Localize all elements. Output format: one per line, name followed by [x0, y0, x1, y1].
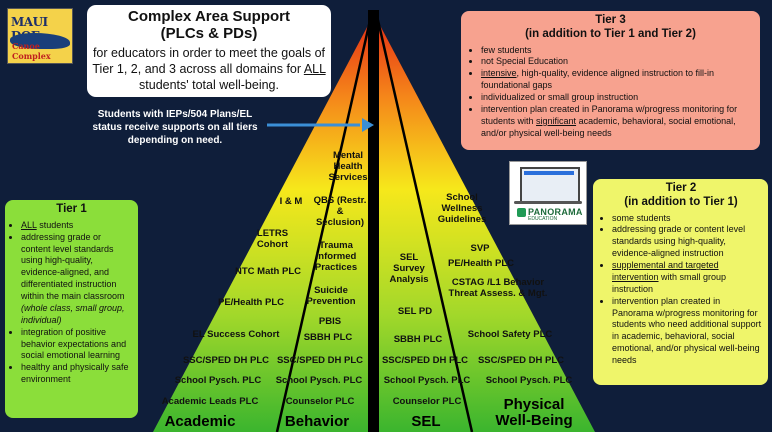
sel-item: SEL PD — [397, 306, 433, 317]
arrow-head-icon — [362, 118, 374, 132]
laptop-base-icon — [514, 201, 582, 204]
tier2-item3-rest: with small group instruction — [612, 271, 727, 294]
column-behavior: Behavior — [284, 413, 350, 430]
tier2-list: some students addressing grade or conten… — [600, 213, 762, 367]
tier1-box: Tier 1 ALL students addressing grade or … — [5, 200, 138, 418]
laptop-screen-icon — [520, 167, 580, 203]
tier2-title-line1: Tier 2 — [665, 182, 697, 194]
tier3-title-line1: Tier 3 — [595, 14, 626, 26]
tier1-item1-underlined: ALL — [21, 219, 37, 230]
complex-area-support-box: Complex Area Support (PLCs & PDs) for ed… — [87, 5, 331, 97]
panorama-sub: EDUCATION — [528, 216, 558, 222]
sel-item: SBBH PLC — [393, 334, 443, 345]
tier2-item: supplemental and targeted intervention w… — [612, 260, 762, 296]
behavior-item: Trauma Informed Practices — [314, 240, 358, 273]
physical-item: SVP — [470, 243, 490, 254]
header-title: Complex Area Support (PLCs & PDs) — [87, 8, 331, 43]
tier3-item: individualized or small group instructio… — [481, 92, 752, 104]
logo-subtitle: Canoe Complex — [12, 41, 51, 61]
panorama-logo: PANORAMA EDUCATION — [509, 161, 587, 225]
header-desc-all: ALL — [303, 61, 326, 76]
tier3-title: Tier 3(in addition to Tier 1 and Tier 2) — [469, 14, 752, 42]
tier3-item3-underlined: intensive — [481, 68, 517, 79]
header-desc-pre: for educators in order to meet the goals… — [92, 45, 326, 76]
tier2-item: addressing grade or content level standa… — [612, 224, 762, 260]
column-physical-line1: Physical — [503, 396, 565, 413]
panorama-name: PANORAMA — [528, 207, 583, 217]
physical-item: School Pysch. PLC — [485, 375, 573, 386]
divider-sel-physical — [375, 15, 474, 432]
tier3-item5-post: academic, behavioral, social emotional, … — [481, 115, 736, 138]
header-desc-post: students' total well-being. — [139, 78, 279, 92]
tier2-item: some students — [612, 213, 762, 225]
physical-item: SSC/SPED DH PLC — [477, 355, 565, 366]
tier1-list: ALL students addressing grade or content… — [10, 220, 133, 386]
academic-item: PE/Health PLC — [218, 297, 284, 308]
iep-note: Students with IEPs/504 Plans/EL status r… — [92, 109, 258, 146]
tier3-item: intervention plan created in Panorama w/… — [481, 104, 752, 140]
sel-item: Counselor PLC — [392, 396, 462, 407]
maui-doe-logo: MAUI DOE Canoe Complex — [7, 8, 73, 64]
logo-wave-icon — [10, 33, 70, 49]
column-physical-line2: Well-Being — [495, 411, 573, 429]
academic-item: NTC Math PLC — [235, 266, 301, 277]
behavior-item: Counselor PLC — [285, 396, 355, 407]
physical-item: School Safety PLC — [467, 329, 553, 340]
tier1-item2-pre: addressing grade or content level standa… — [21, 231, 125, 302]
tier3-item3-rest: , high-quality, evidence aligned instruc… — [481, 68, 714, 91]
behavior-item: Suicide Prevention — [306, 285, 356, 307]
column-academic: Academic — [164, 413, 236, 430]
behavior-item: SSC/SPED DH PLC — [276, 355, 364, 366]
academic-item: School Pysch. PLC — [174, 375, 262, 386]
sel-item: School Pysch. PLC — [383, 375, 471, 386]
tier2-item: intervention plan created in Panorama w/… — [612, 296, 762, 367]
tier3-item: few students — [481, 45, 752, 57]
tier3-item: intensive, high-quality, evidence aligne… — [481, 68, 752, 92]
header-description: for educators in order to meet the goals… — [87, 45, 331, 94]
tier1-item: addressing grade or content level standa… — [21, 232, 133, 327]
tier3-box: Tier 3(in addition to Tier 1 and Tier 2)… — [461, 11, 760, 150]
tier3-list: few students not Special Education inten… — [469, 45, 752, 140]
tier3-item5-underlined: significant — [536, 115, 577, 126]
panorama-icon — [517, 208, 526, 217]
tier1-item: integration of positive behavior expecta… — [21, 327, 133, 363]
tier1-item: healthy and physically safe environment — [21, 362, 133, 386]
tier3-title-line2: (in addition to Tier 1 and Tier 2) — [525, 27, 696, 40]
tier3-item5-pre: intervention plan created in Panorama w/… — [481, 103, 738, 126]
behavior-item: QBS (Restr. & Seclusion) — [313, 195, 367, 228]
behavior-item: PBIS — [318, 316, 342, 327]
behavior-item: Mental Health Services — [328, 150, 368, 183]
academic-item: Academic Leads PLC — [161, 396, 259, 407]
tier2-item3-underlined: supplemental and targeted intervention — [612, 260, 719, 282]
behavior-item: School Pysch. PLC — [275, 375, 363, 386]
academic-item: SSC/SPED DH PLC — [182, 355, 270, 366]
tier1-item: ALL students — [21, 220, 133, 232]
tier2-box: Tier 2(in addition to Tier 1) some stude… — [593, 179, 768, 385]
header-title-line1: Complex Area Support — [128, 8, 290, 25]
center-pole — [368, 10, 379, 432]
tier3-item: not Special Education — [481, 56, 752, 68]
academic-item: LETRS Cohort — [256, 228, 289, 250]
column-sel: SEL — [411, 413, 441, 430]
academic-item: EL Success Cohort — [192, 329, 280, 340]
header-title-line2: (PLCs & PDs) — [160, 25, 258, 43]
behavior-item: SBBH PLC — [303, 332, 353, 343]
physical-item: PE/Health PLC — [448, 258, 514, 269]
divider-academic-behavior — [275, 15, 373, 432]
tier1-item1-rest: students — [36, 219, 74, 230]
tier2-title: Tier 2(in addition to Tier 1) — [600, 182, 762, 210]
sel-item: SEL Survey Analysis — [389, 252, 429, 285]
tier1-title: Tier 1 — [56, 203, 87, 215]
academic-item: I & M — [279, 196, 303, 207]
sel-item: SSC/SPED DH PLC — [381, 355, 469, 366]
physical-item: CSTAG /L1 Behavior Threat Assess. & Mgt. — [448, 277, 548, 299]
physical-item: School Wellness Guidelines — [437, 192, 487, 225]
tier2-title-line2: (in addition to Tier 1) — [624, 195, 738, 208]
tier1-item2-italic: (whole class, small group, individual) — [21, 302, 125, 325]
